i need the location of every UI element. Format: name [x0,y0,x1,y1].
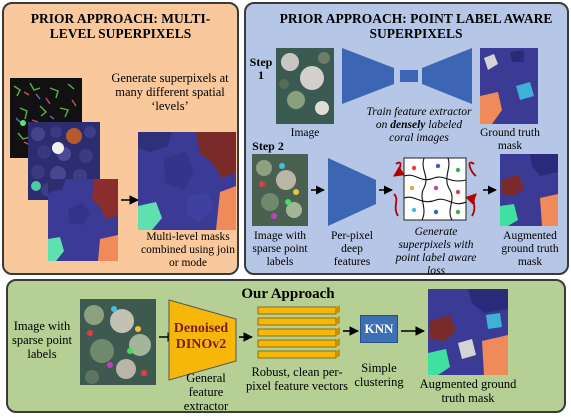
multi-level-superpixels-panel: PRIOR APPROACH: MULTI-LEVEL SUPERPIXELS … [2,2,239,275]
generate-superpixels-loss-text: Generate superpixels with point label aw… [395,226,477,277]
right-panel-title: PRIOR APPROACH: POINT LABEL AWARE SUPERP… [279,11,553,42]
combined-mask-image [138,132,236,230]
bottom-augmented-mask-image [428,289,508,375]
bottom-augmented-mask-label: Augmented ground truth mask [419,377,517,405]
feature-vectors-stack [257,305,340,359]
image-label: Image [290,127,320,139]
encoder-decoder-shape [342,48,472,104]
bottom-sparse-label: Image with sparse point labels [11,319,73,361]
per-pixel-encoder-shape [328,158,376,226]
augmented-mask-label: Augmented ground truth mask [501,230,559,268]
step2-arrow-1 [311,185,325,195]
step2-sparse-point-image [252,154,308,226]
train-extractor-text: Train feature extractor on densely label… [366,106,472,144]
step2-arrow-2 [379,185,393,195]
step1-coral-image [276,48,334,124]
step-1-label: Step 1 [249,55,273,83]
bottom-panel-title: Our Approach [241,286,335,302]
point-label-aware-panel: PRIOR APPROACH: POINT LABEL AWARE SUPERP… [244,2,569,277]
simple-clustering-text: Simple clustering [354,361,404,389]
knn-label: KNN [364,321,394,336]
per-pixel-features-text: Per-pixel deep features [331,230,373,268]
step2-arrow-3 [483,185,497,195]
ground-truth-mask-label: Ground truth mask [480,127,540,152]
bottom-arrow-3 [343,326,359,336]
superpixel-level-3-image [48,179,118,261]
dinov2-extractor-shape [168,299,237,381]
knn-box: KNN [360,315,398,343]
bottom-arrow-4 [401,326,425,336]
our-approach-panel: Our Approach Image with sparse point lab… [6,279,566,413]
general-extractor-text: General feature extractor [183,371,229,413]
dinov2-label: Denoised DINOv2 [173,321,229,352]
left-panel-title: PRIOR APPROACH: MULTI-LEVEL SUPERPIXELS [30,11,211,42]
bottom-arrow-2 [239,332,253,342]
sparse-point-labels-text: Image with sparse point labels [252,230,308,268]
point-aware-superpixel-diagram [393,157,477,221]
bottom-sparse-point-image [80,299,156,385]
step-2-label: Step 2 [252,139,284,153]
ground-truth-mask-image [480,48,538,124]
combine-arrow [121,195,139,205]
augmented-mask-image [500,154,558,226]
combine-masks-text: Multi-level masks combined using join or… [141,231,235,269]
generate-superpixels-text: Generate superpixels at many different s… [111,71,229,113]
feature-vectors-text: Robust, clean per-pixel feature vectors [245,365,349,393]
